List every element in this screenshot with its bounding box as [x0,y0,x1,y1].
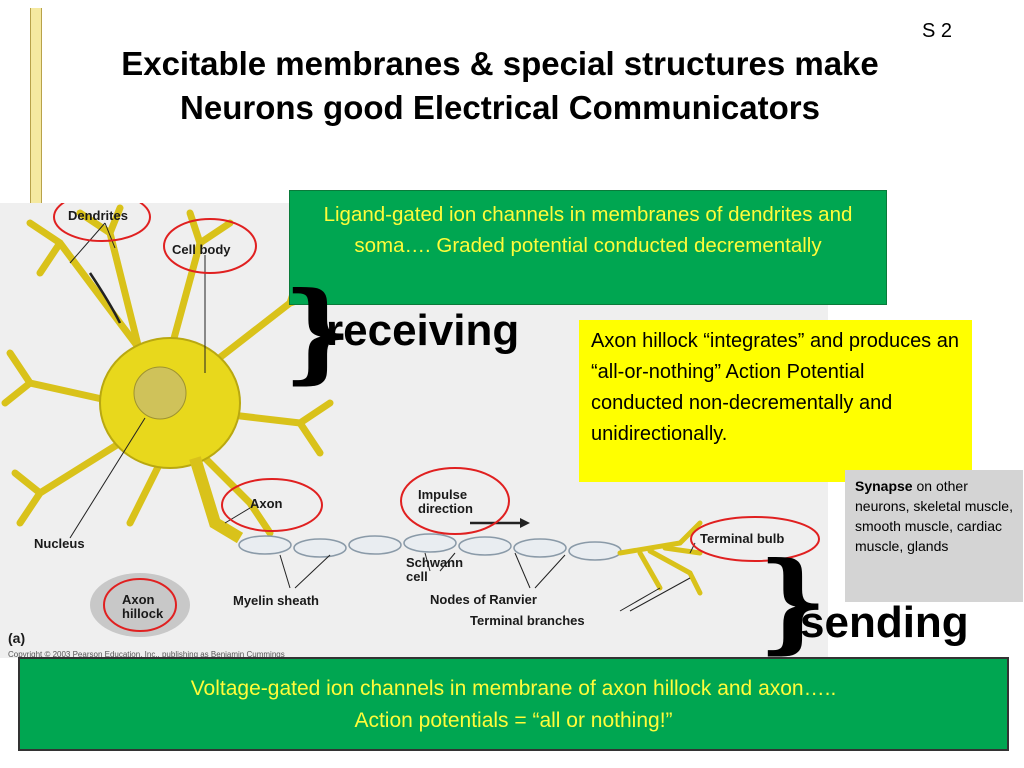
slide-number: S 2 [922,20,953,42]
sending-brace: } [758,539,828,665]
synapse-callout: Synapse on other neurons, skeletal muscl… [845,470,1023,602]
axon-hillock-shape [189,456,244,544]
label-axon: Axon [250,496,283,511]
label-nodes-of-ranvier: Nodes of Ranvier [430,592,537,607]
impulse-arrow-1 [88,272,122,324]
impulse-direction-ring [400,467,510,535]
terminal-bulb-ring [690,516,820,562]
title-line-2: Neurons good Electrical Communicators [180,89,820,126]
nucleus-shape [133,366,187,420]
synapse-bold-label: Synapse [855,478,913,494]
label-impulse-direction: Impulse direction [418,487,473,516]
label-terminal-branches: Terminal branches [470,613,585,628]
label-panel-a: (a) [8,630,26,646]
receiving-brace: } [283,269,353,395]
neuron-illustration [1,203,820,637]
myelin-sheath-shape [238,533,622,561]
synapse-description: on other neurons, skeletal muscle, smoot… [855,478,1013,554]
voltage-line-2: Action potentials = “all or nothing!” [354,709,673,732]
ligand-gated-callout: Ligand-gated ion channels in membranes o… [289,190,887,305]
label-myelin-sheath: Myelin sheath [233,593,319,608]
axon-ring [221,478,323,532]
label-schwann-cell: Schwann cell [406,555,464,584]
label-cell-body: Cell body [172,242,231,257]
cell-body-ring [163,218,257,274]
receiving-label: receiving [326,306,520,355]
axon-hillock-ring [103,578,177,632]
terminal-branches-shape [617,520,703,596]
highlight-rings [53,203,820,632]
sending-label: sending [800,598,969,647]
label-nucleus: Nucleus [34,536,85,551]
voltage-line-1: Voltage-gated ion channels in membrane o… [190,677,837,700]
label-dendrites: Dendrites [68,208,128,223]
dendrites-ring [53,203,151,242]
title-line-1: Excitable membranes & special structures… [121,45,879,82]
label-terminal-bulb: Terminal bulb [700,531,785,546]
figure-copyright: Copyright © 2003 Pearson Education, Inc.… [8,650,285,659]
label-axon-hillock: Axon hillock [122,592,164,621]
voltage-gated-callout: Voltage-gated ion channels in membrane o… [18,657,1009,751]
axon-hillock-glow [90,573,190,637]
axon-hillock-callout: Axon hillock “integrates” and produces a… [579,320,972,482]
slide-title: Excitable membranes & special structures… [0,42,1000,130]
dendrites-shape [1,204,334,537]
